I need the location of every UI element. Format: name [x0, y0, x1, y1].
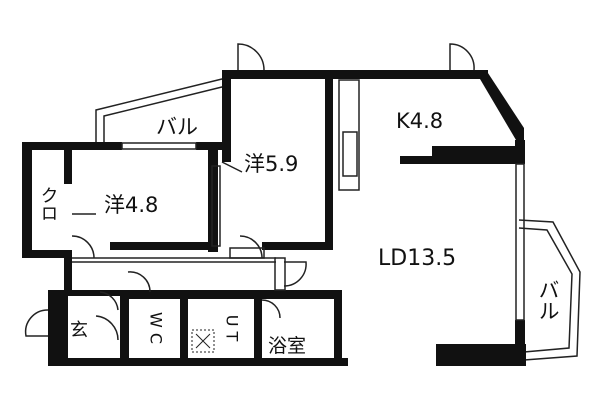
door-swings [24, 43, 475, 341]
label-western-room-1: 洋5.9 [244, 152, 298, 176]
label-entrance: 玄 [70, 320, 88, 341]
label-toilet: W C [147, 312, 166, 344]
windows-and-partitions [72, 79, 525, 321]
label-balcony-right: バル [536, 279, 560, 321]
label-western-room-2: 洋4.8 [104, 193, 158, 217]
walls [22, 70, 526, 366]
label-closet: クロ [38, 186, 59, 222]
balcony-right-outline [518, 219, 581, 361]
label-balcony-top: バル [156, 115, 198, 139]
washer-x [195, 333, 211, 349]
balcony-top-outline [95, 77, 227, 142]
label-utility: U T [223, 315, 242, 342]
washer-icon [191, 329, 215, 353]
label-bathroom: 浴室 [268, 335, 306, 357]
label-kitchen: K4.8 [396, 109, 443, 133]
label-living-dining: LD13.5 [378, 246, 456, 271]
